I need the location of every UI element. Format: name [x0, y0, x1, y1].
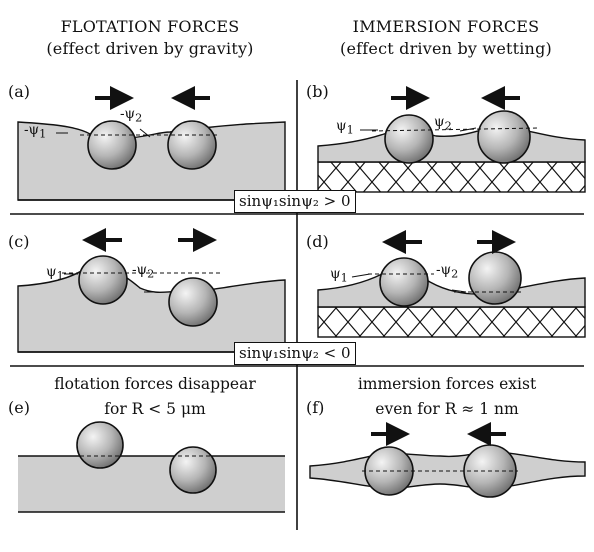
panel-a-angle-1: -ψ1 [24, 122, 47, 141]
panel-e-caption-line1: flotation forces disappear [54, 375, 256, 393]
panel-d-angle-2: -ψ2 [436, 262, 459, 281]
grid-lines [10, 80, 584, 530]
panel-b-particle-1 [384, 114, 434, 164]
panel-e-particle-2 [169, 446, 217, 494]
panel-d-substrate [317, 306, 586, 338]
panel-e-caption: flotation forces disappear for R < 5 μm [30, 372, 280, 422]
panel-a [17, 86, 286, 201]
panel-e-caption-line2: for R < 5 μm [104, 400, 206, 418]
panel-d-angle-1: ψ1 [330, 266, 348, 285]
panel-b-label: (b) [306, 82, 329, 101]
panel-c [17, 228, 286, 353]
condition-positive-box: sinψ₁sinψ₂ > 0 [234, 190, 356, 213]
panel-f-liquid-film [309, 451, 586, 490]
panel-c-particle-1 [78, 255, 128, 305]
panel-b-angle-1: ψ1 [336, 118, 354, 137]
panel-d [317, 230, 586, 338]
panel-c-particle-2 [168, 277, 218, 327]
panel-d-particle-2 [468, 251, 522, 305]
panel-e [18, 421, 285, 513]
panel-a-particle-2 [167, 120, 217, 170]
right-column-header: IMMERSION FORCES (effect driven by wetti… [316, 16, 576, 60]
panel-b-substrate [317, 161, 586, 193]
panel-f [309, 422, 586, 498]
condition-negative-box: sinψ₁sinψ₂ < 0 [234, 342, 356, 365]
angle-ticks [56, 127, 477, 293]
panel-d-label: (d) [306, 232, 329, 251]
panel-b-particle-2 [477, 110, 531, 164]
left-column-subtitle: (effect driven by gravity) [46, 39, 254, 58]
panel-f-label: (f) [306, 398, 325, 417]
panel-a-liquid [17, 121, 286, 201]
right-column-title: IMMERSION FORCES [352, 17, 540, 36]
panel-a-particle-1 [87, 120, 137, 170]
left-column-title: FLOTATION FORCES [60, 17, 240, 36]
panel-a-angle-2: -ψ2 [120, 106, 143, 125]
panel-b-reference-line [371, 127, 541, 132]
panel-b [317, 86, 586, 193]
panel-e-liquid [18, 456, 285, 512]
panel-c-label: (c) [8, 232, 30, 251]
panel-d-particle-1 [379, 257, 429, 307]
panel-f-caption-line2: even for R ≈ 1 nm [375, 400, 519, 418]
right-column-subtitle: (effect driven by wetting) [340, 39, 552, 58]
panel-c-angle-2: -ψ2 [132, 262, 155, 281]
panel-c-angle-1: ψ1 [46, 264, 64, 283]
panel-a-label: (a) [8, 82, 31, 101]
panel-b-angle-2: ψ2 [434, 114, 452, 133]
left-column-header: FLOTATION FORCES (effect driven by gravi… [30, 16, 270, 60]
panel-e-label: (e) [8, 398, 30, 417]
panel-f-caption-line1: immersion forces exist [357, 375, 537, 393]
panel-f-caption: immersion forces exist even for R ≈ 1 nm [316, 372, 578, 422]
panel-e-particle-1 [76, 421, 124, 469]
